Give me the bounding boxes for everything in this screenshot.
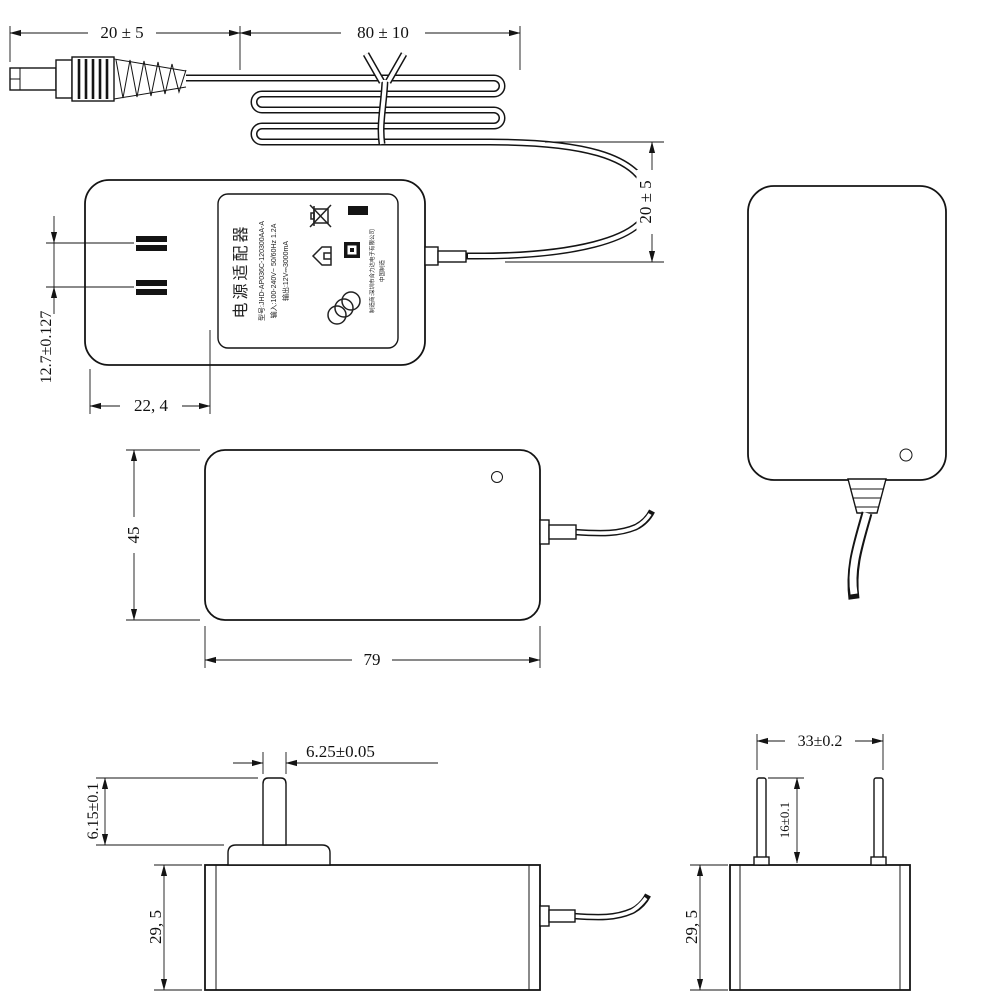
- adapter-body-back: [747, 185, 947, 481]
- dim-prong-length: 16±0.1: [768, 777, 804, 864]
- svg-text:29, 5: 29, 5: [682, 910, 701, 944]
- svg-text:12.7±0.127: 12.7±0.127: [38, 311, 55, 384]
- plug-grip-ridges: [77, 59, 109, 99]
- mains-blade-left: [756, 777, 767, 866]
- dim-prong-pitch: 12.7±0.127: [38, 216, 134, 383]
- svg-text:29, 5: 29, 5: [146, 910, 165, 944]
- svg-text:20 ± 5: 20 ± 5: [100, 23, 143, 42]
- end-view: [729, 777, 911, 991]
- dc-pin: [262, 777, 287, 846]
- label-output: 输出:12V⎓3000mA: [281, 241, 290, 301]
- dim-thickness-left: 29, 5: [146, 864, 202, 991]
- label-model: 型号:JHD-AP036C-120300AA-A: [257, 221, 266, 321]
- bottom-cable-exit: [539, 893, 651, 927]
- dc-pin-boss: [227, 844, 331, 866]
- class-ii-insulation-icon: [344, 242, 360, 258]
- mains-prong-upper: [136, 236, 167, 251]
- indoor-use-icon: [311, 246, 332, 266]
- dim-plug-length: 20 ± 5: [9, 23, 241, 70]
- mains-blade-right: [873, 777, 884, 866]
- weee-crossed-bin-icon: [309, 204, 332, 228]
- dim-body-height: 45: [124, 449, 200, 621]
- label-manufacturer: 制造商:深圳市合力达电子有限公司: [368, 229, 376, 313]
- bottom-view: [204, 777, 651, 991]
- back-view: [747, 185, 947, 600]
- mains-prong-lower: [136, 280, 167, 295]
- side-view: [204, 449, 655, 621]
- side-cable-exit: [539, 509, 655, 545]
- cable-tie: [362, 52, 408, 145]
- dim-cable-drop: 20 ± 5: [505, 141, 664, 263]
- ccc-mark-icon: [327, 291, 361, 325]
- dc-plug: [9, 56, 187, 102]
- dim-pin-stub: 6.15±0.1: [85, 777, 258, 846]
- svg-text:6.15±0.1: 6.15±0.1: [85, 783, 102, 840]
- svg-text:20 ± 5: 20 ± 5: [636, 180, 655, 223]
- svg-text:6.25±0.05: 6.25±0.05: [306, 742, 375, 761]
- dim-pin-tip: 6.25±0.05: [233, 742, 438, 774]
- dim-cable-loop: 80 ± 10: [239, 23, 521, 70]
- label-origin: 中国制造: [378, 260, 386, 283]
- dim-thickness-right: 29, 5: [682, 864, 728, 991]
- hanging-cable: [847, 511, 873, 600]
- rating-label: 电源适配器 型号:JHD-AP036C-120300AA-A 输入:100-24…: [217, 193, 399, 349]
- svg-text:22, 4: 22, 4: [134, 396, 169, 415]
- svg-text:16±0.1: 16±0.1: [777, 802, 792, 838]
- cable-strain-relief: [847, 478, 887, 514]
- adapter-body-side: [204, 449, 541, 621]
- label-product-name: 电源适配器: [232, 223, 250, 318]
- adapter-body-end: [729, 864, 911, 991]
- svg-text:79: 79: [364, 650, 381, 669]
- svg-text:45: 45: [124, 527, 143, 544]
- front-view: 电源适配器 型号:JHD-AP036C-120300AA-A 输入:100-24…: [9, 52, 653, 366]
- cable-exit-bushing: [424, 246, 467, 266]
- label-input: 输入:100-240V~ 50/60Hz 1.2A: [269, 223, 278, 318]
- dim-body-length: 79: [204, 626, 541, 669]
- case-screw-hole: [899, 448, 913, 462]
- dim-prong-offset: 22, 4: [89, 330, 211, 415]
- svg-text:33±0.2: 33±0.2: [798, 733, 843, 750]
- svg-text:80 ± 10: 80 ± 10: [357, 23, 409, 42]
- strain-relief-spring: [113, 58, 187, 100]
- adapter-body-bottom: [204, 864, 541, 991]
- label-black-bar: [348, 206, 368, 215]
- side-screw-hole: [491, 471, 503, 483]
- dim-prong-span: 33±0.2: [756, 733, 884, 770]
